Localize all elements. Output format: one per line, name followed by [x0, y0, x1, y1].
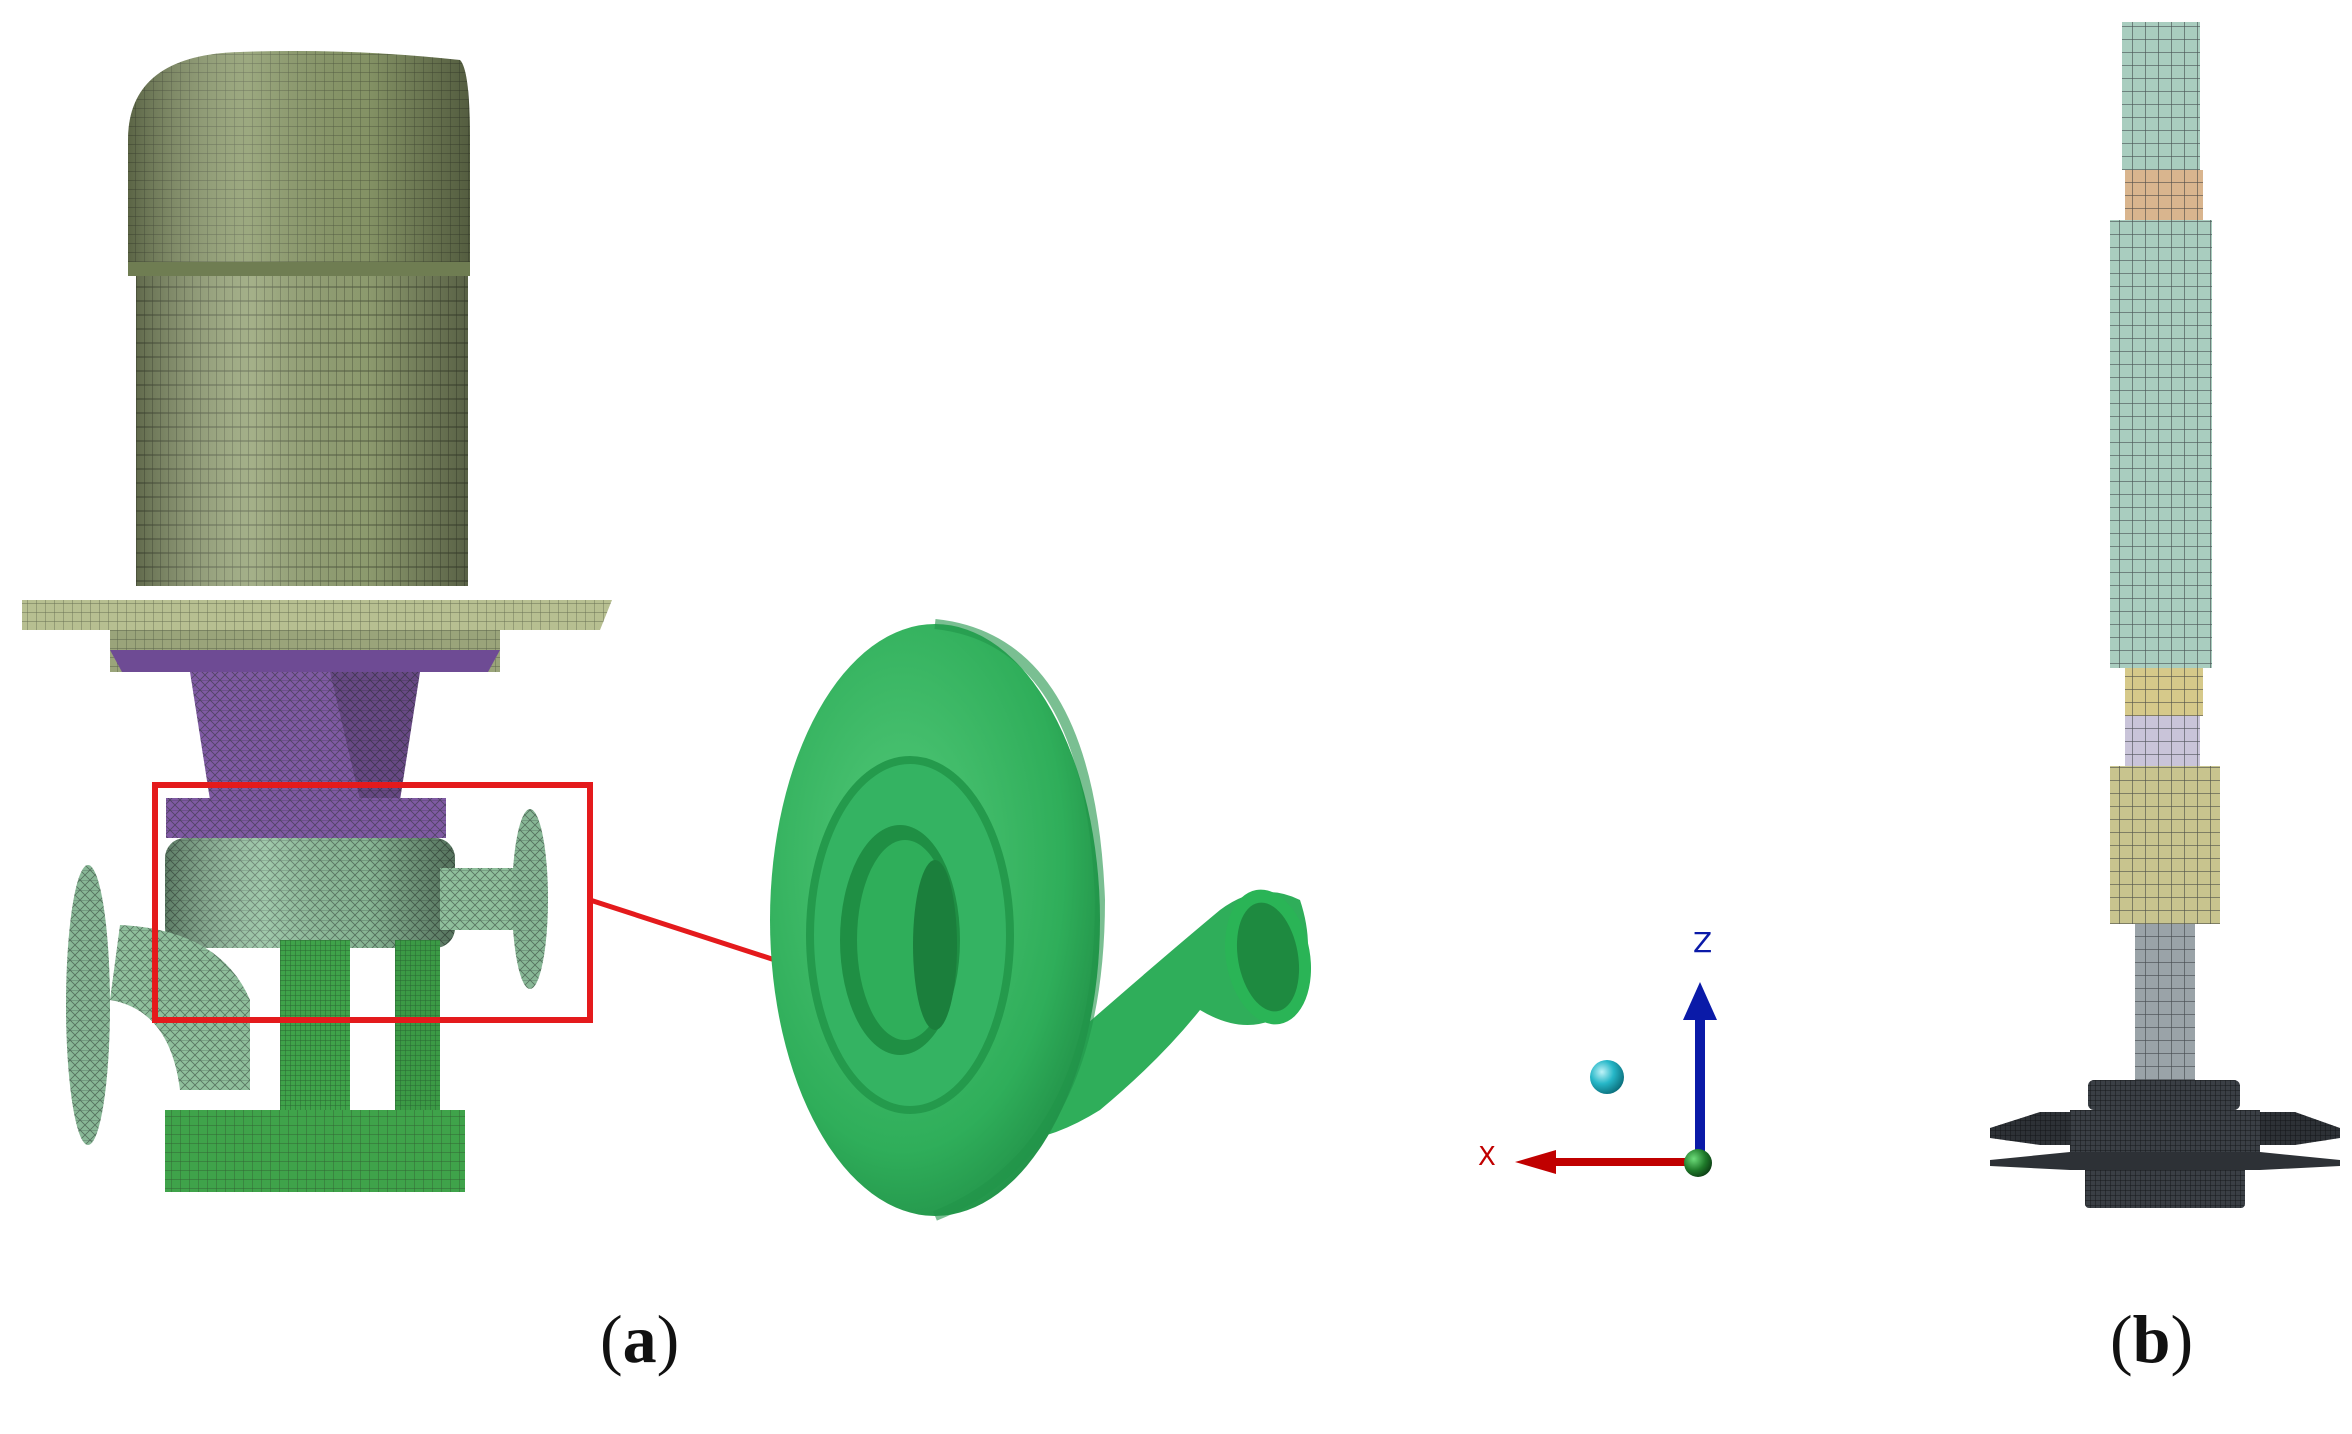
- impeller: [1990, 1080, 2340, 1208]
- pump-casing: [66, 809, 548, 1145]
- caption-a-letter: a: [622, 1301, 657, 1377]
- panel-b-caption: (b): [2110, 1300, 2193, 1379]
- pump-bracket: [110, 650, 500, 838]
- caption-a-open: (: [600, 1301, 623, 1377]
- pump-assembly-mesh: [22, 51, 612, 1192]
- viewpoint-marker: [1590, 1060, 1624, 1094]
- shaft-upper-coupling: [2125, 170, 2203, 220]
- caption-b-close: ): [2170, 1301, 2194, 1377]
- caption-b-letter: b: [2132, 1301, 2171, 1377]
- x-axis-label: X: [1478, 1142, 1496, 1172]
- volute-casing-render: [770, 619, 1312, 1221]
- motor-cap: [128, 51, 470, 276]
- caption-a-close: ): [656, 1301, 680, 1377]
- rotor-core: [2110, 220, 2212, 668]
- shaft-lower-segment: [2135, 924, 2195, 1084]
- shaft-bearing-lilac: [2125, 716, 2200, 766]
- pump-base: [165, 940, 465, 1192]
- shaft-sleeve: [2110, 766, 2220, 924]
- shaft-top-segment: [2122, 22, 2200, 170]
- callout-highlight: [152, 782, 776, 1023]
- caption-b-open: (: [2110, 1301, 2133, 1377]
- coordinate-triad: Z X: [1478, 926, 1717, 1177]
- panel-a-caption: (a): [600, 1300, 679, 1379]
- motor-body: [136, 276, 468, 586]
- rotor-shaft-mesh: [1990, 22, 2340, 1208]
- shaft-bearing-yellow: [2125, 668, 2203, 716]
- origin-marker: [1684, 1149, 1712, 1177]
- z-axis-label: Z: [1693, 926, 1712, 959]
